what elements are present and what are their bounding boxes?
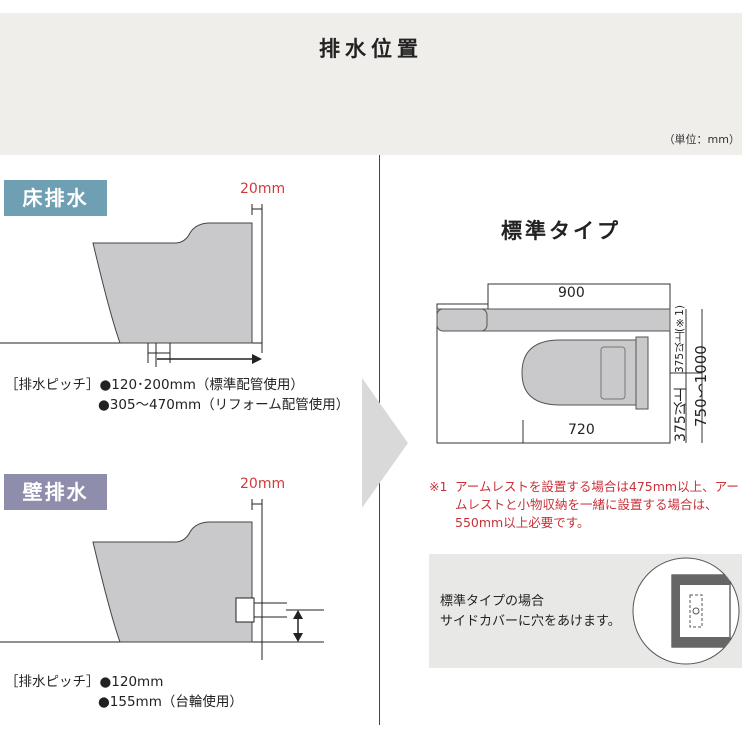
header-band: [0, 13, 742, 155]
wall-drain-pitch: ［排水ピッチ］●120mm ●155mm（台輪使用）: [5, 672, 243, 712]
dim-375-armrest-label: 375以上(※1): [674, 305, 686, 373]
wall-clearance-label: 20mm: [240, 476, 286, 492]
page-title: 排水位置: [319, 37, 423, 61]
armrest-note: ※1 アームレストを設置する場合は475mm以上、アームレストと小物収納を一緒に…: [429, 478, 741, 532]
floor-drain-badge: 床排水: [4, 180, 107, 216]
note-marker: ※1: [429, 479, 448, 494]
unit-note: （単位：mm）: [663, 133, 740, 146]
dim-720-label: 720: [568, 422, 595, 438]
wall-pitch-item: ●120mm: [99, 674, 164, 690]
note-text: アームレストを設置する場合は475mm以上、アームレストと小物収納を一緒に設置す…: [455, 479, 739, 530]
dim-750-1000-label: 750〜1000: [692, 345, 710, 427]
info-line-1: 標準タイプの場合: [440, 594, 545, 609]
chevron-right-icon: [362, 378, 408, 508]
dim-375-label: 375以上: [673, 387, 689, 442]
side-cover-info-text: 標準タイプの場合 サイドカバーに穴をあけます。: [440, 592, 621, 632]
wall-drain-badge: 壁排水: [4, 474, 107, 510]
dim-900-label: 900: [558, 285, 585, 301]
floor-drain-pitch: ［排水ピッチ］●120･200mm（標準配管使用） ●305〜470mm（リフォ…: [5, 375, 349, 415]
wall-pitch-item: ●155mm（台輪使用）: [98, 694, 243, 710]
floor-drain-toilet-diagram: [0, 204, 263, 367]
floor-pitch-item: ●305〜470mm（リフォーム配管使用）: [98, 397, 350, 413]
floor-clearance-label: 20mm: [240, 181, 286, 197]
floor-pitch-item: ●120･200mm（標準配管使用）: [99, 377, 304, 393]
side-cover-detail-icon: [632, 557, 740, 665]
info-line-2: サイドカバーに穴をあけます。: [440, 614, 621, 629]
wall-pitch-label: ［排水ピッチ］: [5, 674, 100, 690]
floor-pitch-label: ［排水ピッチ］: [5, 377, 100, 393]
standard-type-plan-diagram: [436, 283, 703, 444]
standard-type-title: 標準タイプ: [501, 219, 621, 243]
wall-drain-toilet-diagram: [0, 499, 324, 660]
